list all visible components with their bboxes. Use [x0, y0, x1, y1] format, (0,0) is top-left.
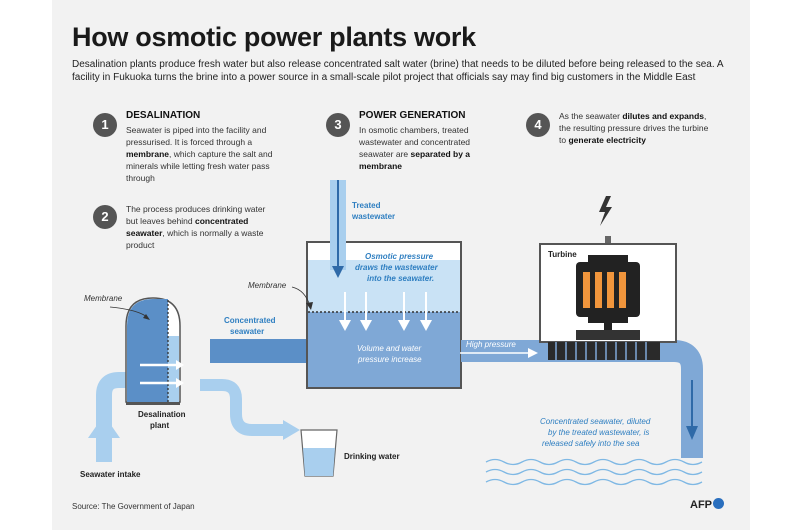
release-label-1: Concentrated seawater, diluted [540, 417, 651, 426]
step-text-2: The process produces drinking water but … [126, 203, 266, 251]
page-subtitle: Desalination plants produce fresh water … [72, 59, 723, 83]
seawater-intake-pipe [96, 372, 140, 462]
step-heading-1: DESALINATION [126, 110, 201, 121]
intake-up-arrow-icon [88, 415, 120, 438]
step-number-2: 2 [93, 205, 117, 229]
step-4-text-run: generate electricity [568, 135, 646, 145]
step-2-text-run: The process produces drinking water but … [126, 204, 266, 226]
page-title: How osmotic power plants work [72, 22, 476, 52]
turbine-label: Turbine [548, 250, 577, 259]
treated-wastewater-label-2: wastewater [352, 212, 396, 221]
turbine-icon [539, 236, 677, 360]
step-text-1: Seawater is piped into the facility and … [126, 124, 286, 184]
afp-logo-text: AFP [690, 499, 712, 511]
step-text-4: As the seawater dilutes and expands, the… [559, 110, 709, 146]
step-3-text-run: separated by a membrane [359, 149, 471, 171]
drinking-water-label: Drinking water [344, 452, 400, 461]
step-1-text-run: , which capture the salt and minerals wh… [126, 149, 273, 183]
step-2-text-run: concentrated seawater [126, 216, 249, 238]
concentrated-seawater-label-1: Concentrated [224, 316, 276, 325]
treated-wastewater-label-1: Treated [352, 201, 381, 210]
plant-membrane-label: Membrane [84, 294, 123, 303]
step-heading-3: POWER GENERATION [359, 110, 466, 121]
afp-logo: AFP [690, 498, 724, 511]
step-1-text-run: Seawater is piped into the facility and … [126, 125, 267, 147]
release-label-3: released safely into the sea [542, 439, 640, 448]
osmotic-pressure-label-1: Osmotic pressure [365, 252, 434, 261]
waves-icon [485, 458, 703, 486]
seawater-intake-label: Seawater intake [80, 470, 141, 479]
concentrated-seawater-pipe [210, 339, 307, 363]
drinking-water-pipe [200, 379, 285, 436]
high-pressure-label: High pressure [466, 340, 516, 349]
step-text-3: In osmotic chambers, treated wastewater … [359, 124, 494, 172]
desalination-plant-label-1: Desalination [138, 410, 186, 419]
chamber-membrane-label: Membrane [248, 281, 287, 290]
desalination-plant [109, 297, 184, 405]
step-2-text-run: , which is normally a waste product [126, 228, 264, 250]
volume-pressure-label-1: Volume and water [357, 344, 422, 353]
afp-dot-icon [713, 498, 724, 509]
step-4-text-run: , the resulting pressure drives the turb… [559, 111, 709, 145]
step-number-1: 1 [93, 113, 117, 137]
osmotic-pressure-label-2: draws the wastewater [355, 263, 438, 272]
desalination-plant-label-2: plant [150, 421, 170, 430]
glass-icon [300, 429, 338, 477]
step-number-3: 3 [326, 113, 350, 137]
step-1-text-run: membrane [126, 149, 169, 159]
high-pressure-pipe [461, 340, 703, 458]
osmotic-pressure-label-3: into the seawater. [367, 274, 435, 283]
volume-pressure-label-2: pressure increase [358, 355, 422, 364]
source-credit: Source: The Government of Japan [72, 502, 195, 511]
concentrated-seawater-label-2: seawater [230, 327, 265, 336]
drinking-water-arrow-icon [283, 420, 300, 440]
step-3-text-run: In osmotic chambers, treated wastewater … [359, 125, 471, 159]
step-4-text-run: As the seawater [559, 111, 623, 121]
step-4-text-run: dilutes and expands [622, 111, 705, 121]
release-label-2: by the treated wastewater, is [548, 428, 650, 437]
lightning-bolt-icon [599, 196, 612, 226]
step-number-4: 4 [526, 113, 550, 137]
